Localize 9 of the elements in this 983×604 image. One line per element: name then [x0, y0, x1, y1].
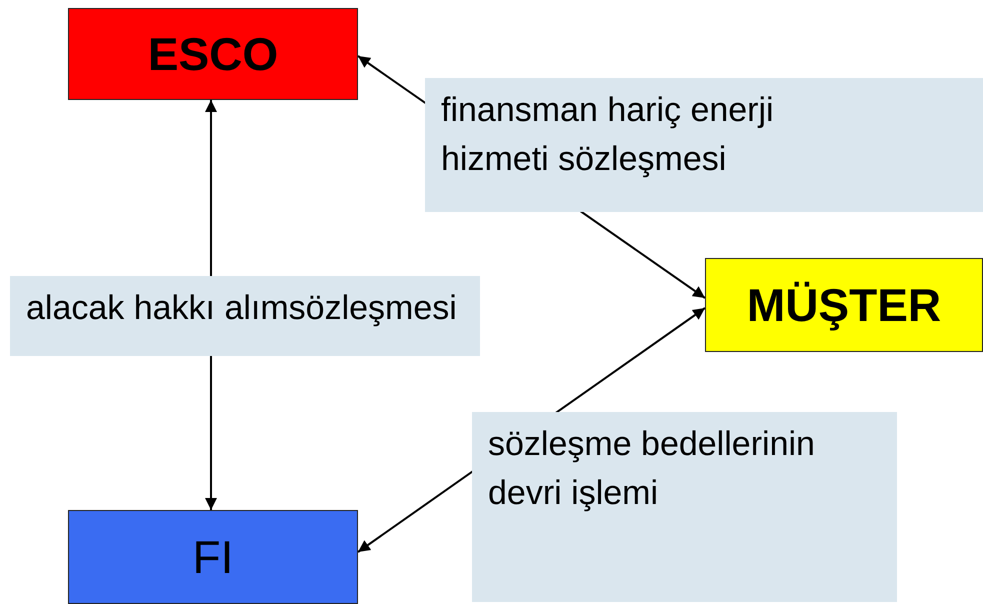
edge-label: alacak hakkı alımsözleşmesi — [10, 276, 480, 356]
node-label: ESCO — [148, 27, 278, 81]
process-box — [68, 8, 358, 100]
edge-label: finansman hariç enerji hizmeti sözleşmesi — [425, 78, 983, 212]
edge-label: sözleşme bedellerinin devri işlemi — [472, 412, 897, 602]
node-label: MÜŞTER — [746, 278, 942, 332]
process-box — [68, 510, 358, 604]
node-label: FI — [192, 530, 234, 584]
process-box — [705, 258, 983, 352]
